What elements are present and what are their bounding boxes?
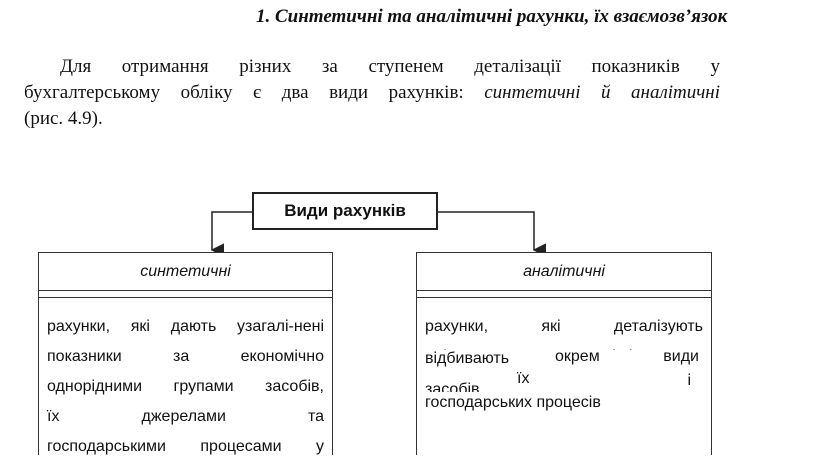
word: їх: [517, 370, 530, 387]
section-heading: 1. Синтетичні та аналітичні рахунки, їх …: [256, 6, 728, 27]
figure-reference: (рис. 4.9).: [24, 108, 103, 129]
analytic-body: рахунки, які деталізують зміст синтетичн…: [417, 297, 711, 455]
word: рахунків:: [388, 82, 464, 103]
word: дають: [170, 318, 217, 335]
word: отримання: [121, 56, 209, 77]
word: два: [281, 82, 309, 103]
word: у: [316, 438, 324, 455]
word: економічно: [240, 348, 324, 365]
word: є: [253, 82, 262, 103]
connector-right-arrow: [438, 211, 547, 257]
text-line: рахунки, які деталізують: [425, 312, 703, 342]
word: відбивають: [425, 350, 510, 367]
word: їх: [47, 408, 60, 425]
word: рахунки,: [47, 318, 111, 335]
diagram-title-box: Види рахунків: [252, 192, 438, 230]
word: рахунки,: [425, 318, 489, 335]
word: ступенем: [368, 56, 444, 77]
analytic-header: аналітичні: [417, 253, 711, 291]
text-line: рахунки, які дають узагалі-нені: [47, 312, 324, 342]
word: бухгалтерському: [24, 82, 161, 103]
analytic-accounts-box: аналітичні рахунки, які деталізують зміс…: [416, 252, 712, 455]
emphasis-word: й: [601, 82, 611, 103]
synthetic-description: рахунки, які дають узагалі-нені показник…: [47, 312, 324, 462]
text-line: господарськими процесами у: [47, 432, 324, 462]
synthetic-body: рахунки, які дають узагалі-нені показник…: [39, 297, 332, 455]
intro-line-2: бухгалтерському обліку є два види рахунк…: [24, 80, 720, 106]
word: показники: [47, 348, 122, 365]
word: господарськими: [47, 438, 166, 455]
word: джерелами: [141, 408, 226, 425]
word: види: [663, 348, 699, 365]
word: які: [541, 318, 561, 335]
word: які: [130, 318, 150, 335]
text: господарських процесів: [425, 394, 601, 411]
word: та: [307, 408, 324, 425]
word: за: [321, 56, 338, 77]
word: показників: [591, 56, 680, 77]
intro-paragraph: Для отримання різних за ступенем деталіз…: [24, 54, 720, 132]
intro-line-3: (рис. 4.9).: [24, 106, 720, 132]
intro-line-1: Для отримання різних за ступенем деталіз…: [24, 54, 720, 80]
word: засобів,: [265, 378, 324, 395]
text-line: їх джерелами та: [47, 402, 324, 432]
word: засобів: [425, 381, 480, 392]
word: групами: [173, 378, 234, 395]
word: деталізації: [474, 56, 561, 77]
text-line: однорідними групами засобів,: [47, 372, 324, 402]
word: Для: [60, 56, 92, 77]
word: обліку: [180, 82, 233, 103]
word: у: [710, 56, 720, 77]
synthetic-accounts-box: синтетичні рахунки, які дають узагалі-не…: [38, 252, 333, 455]
word: за: [173, 348, 190, 365]
word: окрем: [555, 348, 600, 365]
word: види: [329, 82, 369, 103]
text-line: показники за економічно: [47, 342, 324, 372]
connector-left-arrow: [210, 211, 252, 257]
analytic-description-overlay: відбивають окрем види засобів їх і госпо…: [425, 348, 703, 436]
emphasis-word: аналітичні: [631, 82, 720, 103]
word: деталізують: [613, 318, 703, 335]
emphasis-word: синтетичні: [484, 82, 581, 103]
word: різних: [239, 56, 292, 77]
synthetic-header: синтетичні: [39, 253, 332, 291]
word: процесами: [200, 438, 282, 455]
word: однорідними: [47, 378, 143, 395]
word: узагалі-нені: [237, 318, 324, 335]
word: і: [687, 372, 691, 389]
